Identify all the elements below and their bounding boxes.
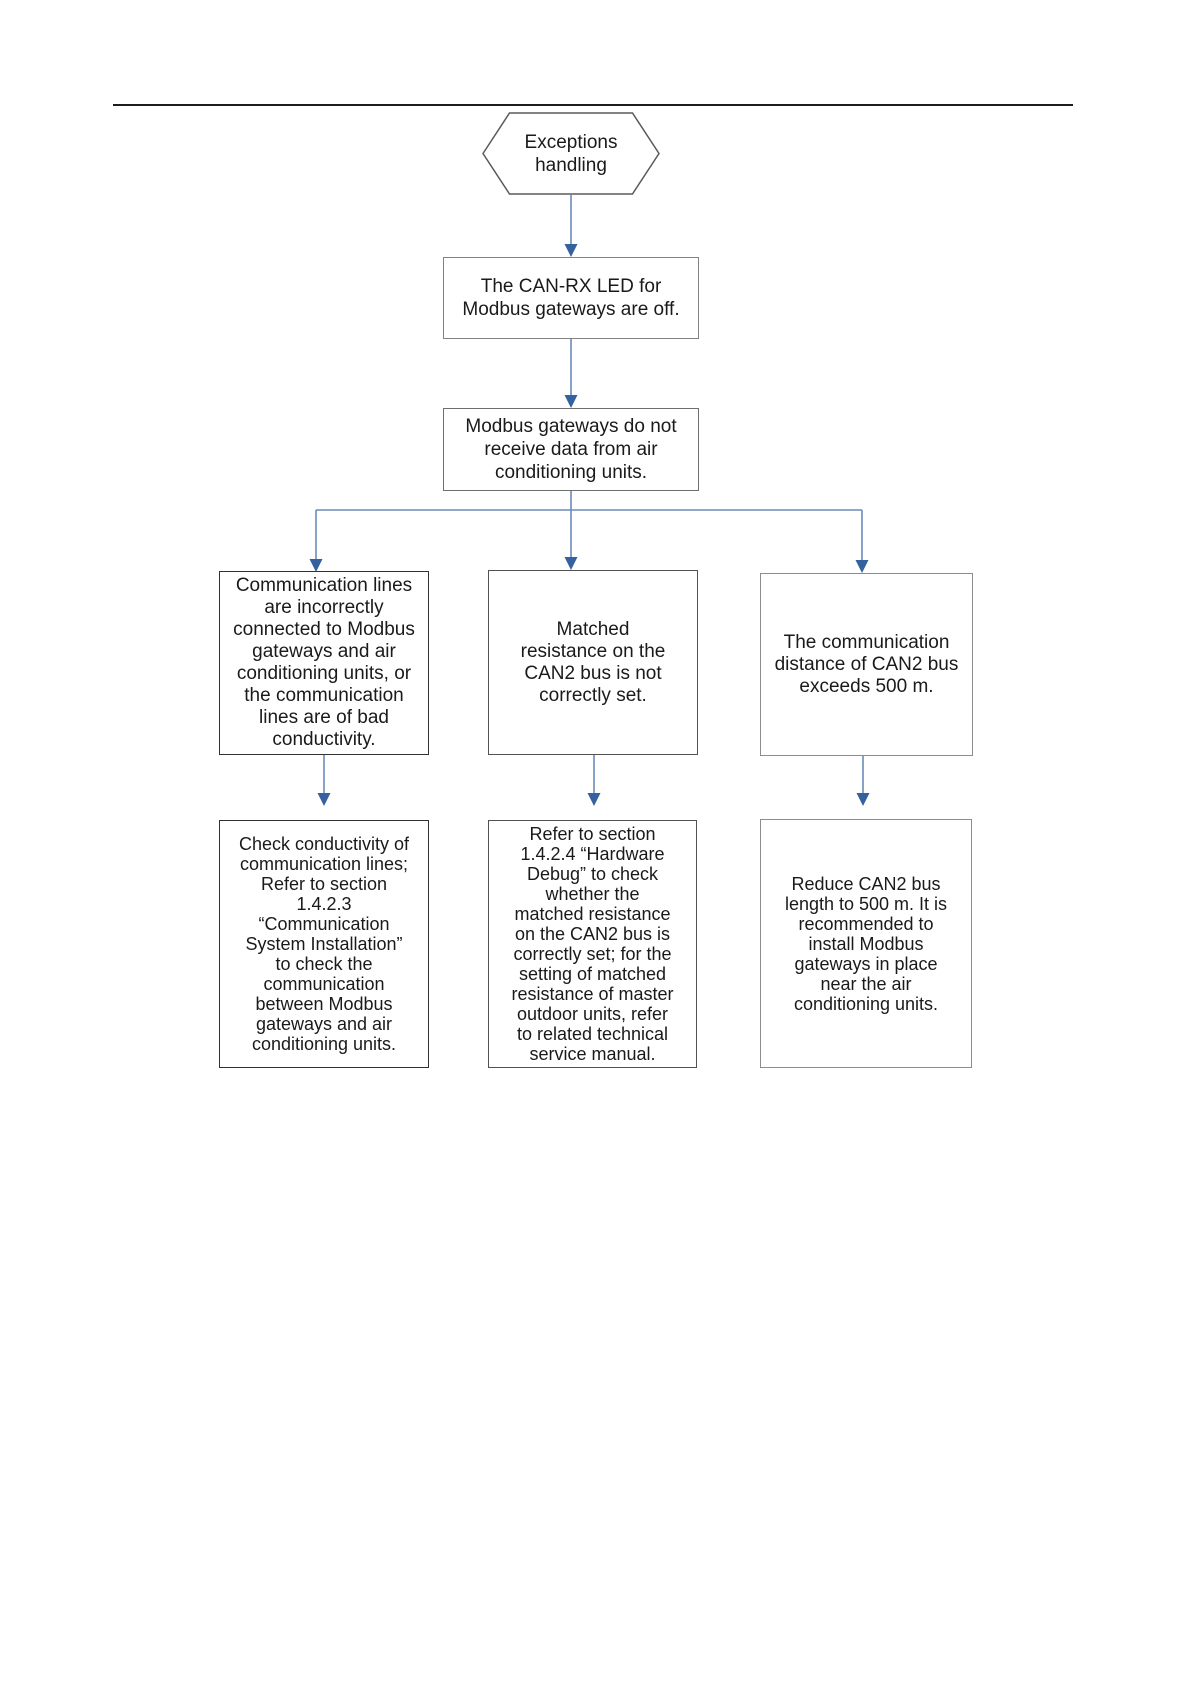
start-node-label: Exceptions handling [524, 131, 618, 176]
cause-box-communication-distance: The communication distance of CAN2 bus e… [760, 573, 973, 756]
page-header-rule [113, 104, 1073, 106]
hexagon-shape [482, 112, 660, 195]
arrowhead-cause2 [564, 557, 578, 570]
arrowhead-solution2 [587, 793, 601, 806]
solution-box-reduce-bus-length: Reduce CAN2 bus length to 500 m. It is r… [760, 819, 972, 1068]
solution-box-check-conductivity: Check conductivity of communication line… [219, 820, 429, 1068]
symptom-box-no-data: Modbus gateways do not receive data from… [443, 408, 699, 491]
arrowhead-symptom1 [564, 244, 578, 257]
arrowhead-solution1 [317, 793, 331, 806]
cause-box-communication-lines: Communication lines are incorrectly conn… [219, 571, 429, 755]
arrowhead-solution3 [856, 793, 870, 806]
cause-box-matched-resistance: Matched resistance on the CAN2 bus is no… [488, 570, 698, 755]
arrowhead-cause3 [855, 560, 869, 573]
start-node-exceptions-handling: Exceptions handling [482, 112, 660, 195]
arrowhead-symptom2 [564, 395, 578, 408]
symptom-box-can-rx-led: The CAN-RX LED for Modbus gateways are o… [443, 257, 699, 339]
solution-box-hardware-debug: Refer to section 1.4.2.4 “Hardware Debug… [488, 820, 697, 1068]
